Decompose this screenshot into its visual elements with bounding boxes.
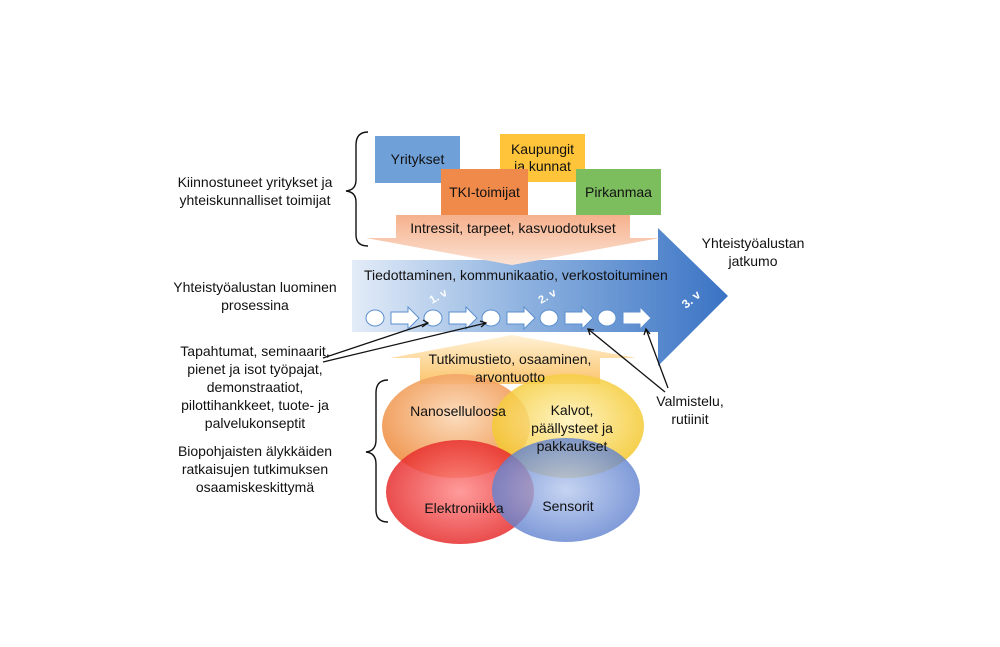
step-circle bbox=[597, 309, 617, 327]
label-continuation-line-2: jatkumo bbox=[728, 253, 778, 269]
box-tki: TKI-toimijat bbox=[441, 169, 528, 215]
label-continuation: Yhteistyöalustan jatkumo bbox=[688, 234, 818, 270]
step-arrow bbox=[506, 305, 536, 331]
label-preparation-line-1: Valmistelu, bbox=[656, 393, 724, 409]
box-pirkanmaa-label: Pirkanmaa bbox=[585, 183, 652, 200]
label-research-line-2: ratkaisujen tutkimuksen bbox=[181, 461, 329, 477]
box-pirkanmaa: Pirkanmaa bbox=[576, 169, 661, 215]
step-arrow bbox=[390, 305, 420, 331]
box-kaupungit-label-1: Kaupungit bbox=[510, 141, 575, 157]
sensorit-label: Sensorit bbox=[542, 498, 594, 514]
circle-elektroniikka bbox=[386, 440, 534, 544]
kalvot-line-2: päällysteet ja bbox=[531, 420, 613, 436]
label-preparation-line-2: rutiinit bbox=[671, 411, 709, 427]
nanoselluloosa-label: Nanoselluloosa bbox=[410, 403, 506, 419]
pointer-lines bbox=[322, 319, 669, 393]
label-events-line-1: Tapahtumat, seminaarit, bbox=[180, 343, 330, 359]
research-arrow-line-2: arvontuotto bbox=[474, 369, 546, 385]
label-actors: Kiinnostuneet yritykset ja yhteiskunnall… bbox=[160, 173, 350, 209]
kalvot-label: Kalvot, päällysteet ja pakkaukset bbox=[520, 401, 624, 455]
elektroniikka-label: Elektroniikka bbox=[424, 500, 504, 516]
label-events-line-4: pilottihankkeet, tuote- ja bbox=[181, 397, 329, 413]
label-actors-line-2: yhteiskunnalliset toimijat bbox=[179, 192, 331, 208]
label-events: Tapahtumat, seminaarit, pienet ja isot t… bbox=[160, 342, 350, 432]
box-kaupungit-label-2: ja kunnat bbox=[514, 158, 571, 174]
label-events-line-5: palvelukonseptit bbox=[204, 415, 306, 431]
label-research: Biopohjaisten älykkäiden ratkaisujen tut… bbox=[160, 442, 350, 496]
step-circle bbox=[539, 309, 559, 327]
label-preparation: Valmistelu, rutiinit bbox=[640, 392, 740, 428]
label-events-line-2: pienet ja isot työpajat, bbox=[187, 361, 323, 377]
kalvot-line-3: pakkaukset bbox=[536, 438, 608, 454]
box-tki-label: TKI-toimijat bbox=[449, 183, 520, 200]
process-chain bbox=[365, 305, 652, 331]
research-arrow-label: Tutkimustieto, osaaminen, arvontuotto bbox=[420, 350, 600, 386]
circle-sensorit bbox=[492, 438, 640, 542]
label-continuation-line-1: Yhteistyöalustan bbox=[701, 235, 805, 251]
research-arrow-line-1: Tutkimustieto, osaaminen, bbox=[428, 351, 592, 367]
kalvot-line-1: Kalvot, bbox=[550, 402, 594, 418]
interests-arrow bbox=[366, 215, 660, 265]
label-process: Yhteistyöalustan luominen prosessina bbox=[160, 278, 350, 314]
step-circle bbox=[423, 309, 443, 327]
label-events-line-3: demonstraatiot, bbox=[206, 379, 304, 395]
research-arrow bbox=[390, 335, 636, 384]
label-actors-line-1: Kiinnostuneet yritykset ja bbox=[177, 174, 333, 190]
step-arrow bbox=[448, 305, 478, 331]
label-research-line-1: Biopohjaisten älykkäiden bbox=[177, 443, 333, 459]
main-arrow bbox=[352, 228, 728, 366]
label-research-line-3: osaamiskeskittymä bbox=[195, 479, 315, 495]
box-yritykset-label: Yritykset bbox=[390, 151, 445, 167]
step-circle bbox=[481, 309, 501, 327]
step-arrow bbox=[564, 305, 594, 331]
interests-arrow-label: Intressit, tarpeet, kasvuodotukset bbox=[410, 220, 616, 236]
label-process-line-1: Yhteistyöalustan luominen bbox=[173, 279, 337, 295]
step-circle bbox=[365, 309, 385, 327]
main-arrow-title: Tiedottaminen, kommunikaatio, verkostoit… bbox=[364, 267, 668, 283]
venn-diagram bbox=[382, 374, 644, 544]
step-arrow bbox=[622, 305, 652, 331]
bracket-bottom bbox=[365, 379, 389, 523]
box-kaupungit: Kaupungit ja kunnat bbox=[500, 134, 585, 182]
bracket-top bbox=[345, 131, 369, 247]
label-process-line-2: prosessina bbox=[221, 297, 289, 313]
